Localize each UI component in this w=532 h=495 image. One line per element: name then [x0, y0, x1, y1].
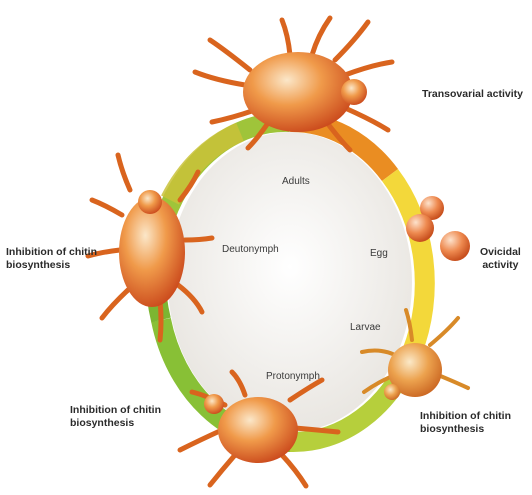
activity-label-chitin-bottom-right-line2: biosynthesis — [420, 423, 511, 436]
stage-label-protonymph: Protonymph — [266, 371, 320, 382]
activity-label-transovarial: Transovarial activity — [422, 88, 523, 101]
stage-label-deutonymph: Deutonymph — [222, 244, 279, 255]
activity-label-chitin-bottom-right: Inhibition of chitin biosynthesis — [420, 410, 511, 436]
stage-label-egg: Egg — [370, 248, 388, 259]
activity-label-chitin-bottom-left: Inhibition of chitin biosynthesis — [70, 404, 161, 430]
activity-label-chitin-left: Inhibition of chitin biosynthesis — [6, 246, 97, 272]
activity-label-chitin-left-line1: Inhibition of chitin — [6, 246, 97, 259]
activity-label-chitin-bottom-left-line2: biosynthesis — [70, 417, 161, 430]
activity-label-ovicidal-line1: Ovicidal — [480, 246, 521, 259]
activity-label-chitin-left-line2: biosynthesis — [6, 259, 97, 272]
activity-label-ovicidal: Ovicidal activity — [480, 246, 521, 272]
activity-label-ovicidal-line2: activity — [480, 259, 521, 272]
stage-label-larvae: Larvae — [350, 322, 381, 333]
activity-label-chitin-bottom-right-line1: Inhibition of chitin — [420, 410, 511, 423]
activity-label-chitin-bottom-left-line1: Inhibition of chitin — [70, 404, 161, 417]
stage-label-adults: Adults — [282, 176, 310, 187]
